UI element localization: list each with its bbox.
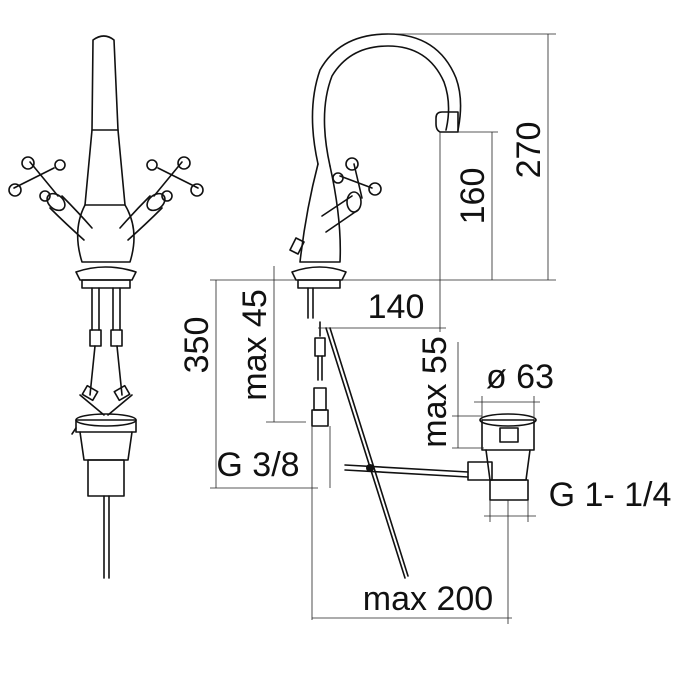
front-left-handle-cross — [8, 156, 66, 202]
dim-spout-height: 160 — [454, 168, 492, 225]
dim-supply-thread: G 3/8 — [216, 446, 299, 484]
dimension-labels: 270 160 140 350 max 45 max 55 ø 63 G 3/8… — [178, 122, 671, 618]
front-waste — [71, 413, 137, 579]
side-spout — [311, 33, 462, 165]
front-view — [8, 35, 204, 579]
side-base — [291, 266, 347, 281]
dim-waste-thread: G 1- 1/4 — [549, 476, 672, 514]
front-right-arm — [119, 195, 163, 241]
front-base — [75, 266, 137, 281]
front-right-handle-cross — [146, 156, 204, 202]
side-view — [289, 33, 537, 579]
front-spout — [84, 35, 126, 206]
front-left-arm — [49, 195, 93, 241]
side-handle-cross — [332, 157, 382, 199]
linkage-joint — [366, 464, 374, 472]
side-waste — [467, 413, 537, 501]
dim-deck-thickness: max 45 — [236, 289, 274, 401]
pop-up-rod — [325, 327, 406, 579]
dim-below-deck-total: 350 — [178, 317, 216, 374]
front-body — [76, 204, 135, 263]
dim-pop-up-rod: max 200 — [363, 580, 493, 618]
side-body — [299, 163, 342, 263]
dim-spout-reach: 140 — [368, 288, 425, 326]
dimension-lines — [210, 33, 556, 624]
front-supply-hoses — [79, 287, 133, 416]
dim-basin-thickness: max 55 — [416, 336, 454, 448]
dim-waste-diameter: ø 63 — [486, 358, 554, 396]
dim-height-total: 270 — [510, 122, 548, 179]
